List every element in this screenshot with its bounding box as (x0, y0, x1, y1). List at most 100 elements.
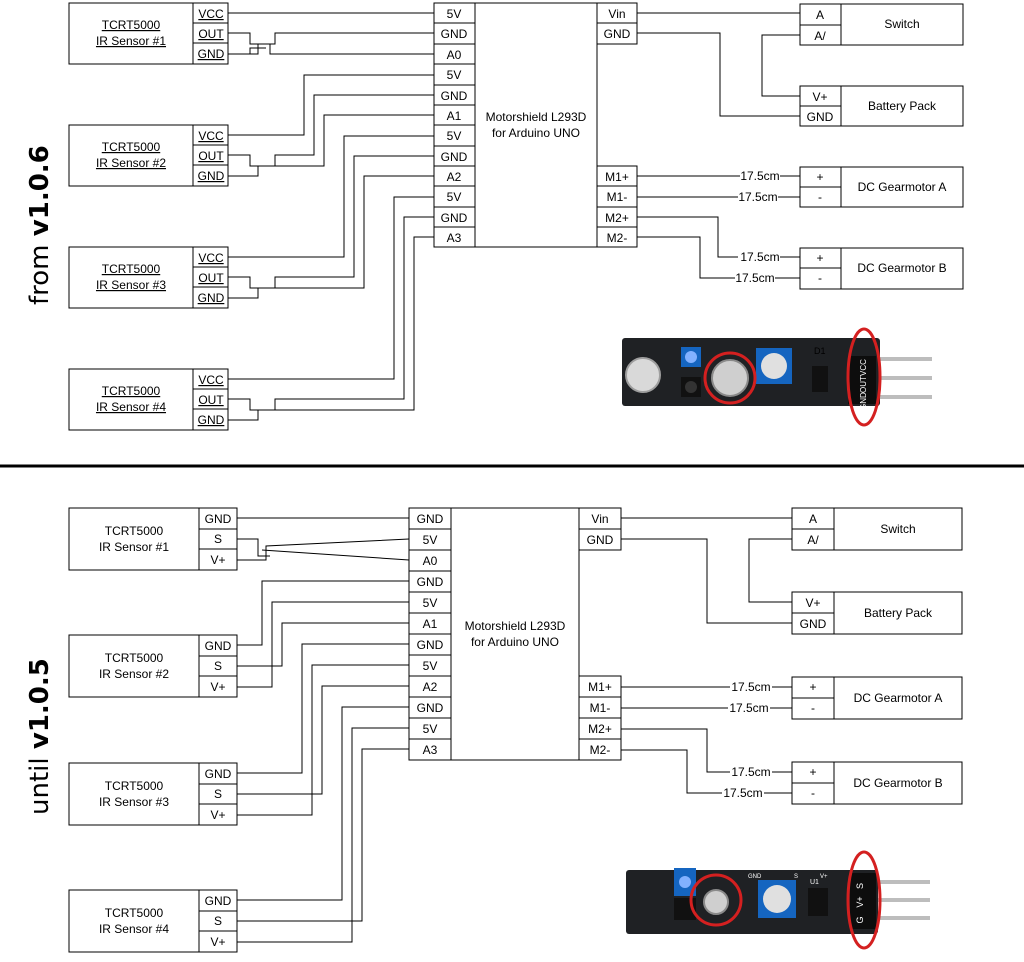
svg-text:GND: GND (441, 150, 468, 164)
sensor-bottom-3: TCRT5000 IR Sensor #3 GND S V+ (68, 762, 238, 826)
svg-text:M2-: M2- (607, 231, 628, 245)
svg-text:-: - (818, 271, 822, 285)
svg-text:+: + (816, 170, 823, 184)
battery-bottom: V+ GND Battery Pack (791, 591, 963, 635)
svg-text:Switch: Switch (880, 522, 915, 536)
svg-text:OUT: OUT (198, 271, 224, 285)
svg-text:Motorshield L293D: Motorshield L293D (486, 110, 587, 124)
svg-text:S: S (214, 787, 222, 801)
svg-text:TCRT5000: TCRT5000 (102, 262, 161, 276)
motor-b-bottom: + - DC Gearmotor B (791, 761, 963, 805)
svg-text:V+: V+ (820, 874, 828, 880)
svg-text:A2: A2 (423, 680, 438, 694)
svg-text:5V: 5V (423, 596, 438, 610)
svg-text:M1+: M1+ (605, 170, 629, 184)
svg-text:for Arduino UNO: for Arduino UNO (471, 635, 559, 649)
svg-text:A2: A2 (447, 170, 462, 184)
svg-text:-: - (811, 786, 815, 800)
svg-text:M1-: M1- (590, 701, 611, 715)
sensor-top-3: TCRT5000 IR Sensor #3 VCC OUT GND (68, 246, 229, 309)
svg-text:TCRT5000: TCRT5000 (105, 906, 164, 920)
svg-text:TCRT5000: TCRT5000 (102, 384, 161, 398)
svg-text:A1: A1 (447, 109, 462, 123)
svg-text:5V: 5V (447, 129, 462, 143)
svg-text:TCRT5000: TCRT5000 (102, 140, 161, 154)
svg-text:V+: V+ (210, 808, 225, 822)
svg-text:GND: GND (807, 110, 834, 124)
svg-text:M1-: M1- (607, 190, 628, 204)
svg-text:17.5cm: 17.5cm (735, 271, 774, 285)
svg-text:TCRT5000: TCRT5000 (105, 779, 164, 793)
svg-text:TCRT5000: TCRT5000 (102, 18, 161, 32)
svg-text:5V: 5V (447, 7, 462, 21)
svg-text:VCC: VCC (198, 129, 224, 143)
sensor-top-4: TCRT5000 IR Sensor #4 VCC OUT GND (68, 368, 229, 431)
svg-text:Battery Pack: Battery Pack (864, 606, 933, 620)
svg-text:GND: GND (604, 27, 631, 41)
sensor-top-1: TCRT5000 IR Sensor #1 VCC OUT GND (68, 2, 229, 65)
svg-text:GND: GND (205, 894, 232, 908)
motorshield-top: Motorshield L293D for Arduino UNO 5V GND… (433, 2, 638, 248)
svg-text:DC Gearmotor A: DC Gearmotor A (858, 180, 947, 194)
svg-text:A: A (809, 512, 817, 526)
svg-text:IR Sensor #1: IR Sensor #1 (99, 540, 169, 554)
svg-text:G: G (855, 916, 865, 923)
svg-text:M2+: M2+ (588, 722, 612, 736)
svg-text:IR Sensor #3: IR Sensor #3 (99, 795, 169, 809)
svg-text:17.5cm: 17.5cm (731, 765, 770, 779)
svg-text:GND: GND (417, 701, 444, 715)
svg-text:D1: D1 (814, 346, 826, 356)
shield-left-pins-bottom: GND 5V A0 GND 5V A1 GND 5V A2 GND 5V A3 (408, 507, 452, 761)
shield-right-pins-bottom: Vin GND M1+ M1- M2+ M2- (578, 507, 622, 761)
svg-text:IR Sensor #1: IR Sensor #1 (96, 34, 166, 48)
svg-text:A1: A1 (423, 617, 438, 631)
svg-text:M1+: M1+ (588, 680, 612, 694)
motor-a-top: + - DC Gearmotor A (799, 166, 964, 208)
svg-text:OUT: OUT (198, 27, 224, 41)
sensor-top-2: TCRT5000 IR Sensor #2 VCC OUT GND (68, 124, 229, 187)
svg-text:GND: GND (587, 533, 614, 547)
svg-text:Battery Pack: Battery Pack (868, 99, 937, 113)
svg-text:GND: GND (198, 291, 225, 305)
sensor-photo-bottom: U1 GND S V+ S V+ G (626, 850, 930, 950)
svg-text:DC Gearmotor B: DC Gearmotor B (853, 776, 942, 790)
svg-text:5V: 5V (423, 659, 438, 673)
svg-text:Switch: Switch (884, 17, 919, 31)
svg-text:V+: V+ (805, 596, 820, 610)
svg-text:-: - (811, 701, 815, 715)
svg-text:U1: U1 (810, 879, 819, 886)
svg-text:for Arduino UNO: for Arduino UNO (492, 126, 580, 140)
svg-text:A3: A3 (423, 743, 438, 757)
svg-text:17.5cm: 17.5cm (738, 190, 777, 204)
svg-text:A3: A3 (447, 231, 462, 245)
svg-text:TCRT5000: TCRT5000 (105, 524, 164, 538)
svg-text:S: S (855, 883, 865, 889)
svg-text:GND: GND (441, 89, 468, 103)
svg-text:S: S (214, 532, 222, 546)
svg-text:IR Sensor #4: IR Sensor #4 (96, 400, 166, 414)
svg-text:OUT: OUT (859, 376, 868, 393)
svg-text:Vin: Vin (591, 512, 608, 526)
svg-text:VCC: VCC (859, 359, 868, 376)
svg-text:OUT: OUT (198, 149, 224, 163)
wires-top: 17.5cm 17.5cm 17.5cm 17.5cm (228, 12, 800, 421)
svg-text:GND: GND (417, 575, 444, 589)
svg-text:GND: GND (205, 512, 232, 526)
svg-text:IR Sensor #2: IR Sensor #2 (99, 667, 169, 681)
svg-text:VCC: VCC (198, 251, 224, 265)
svg-text:A: A (816, 8, 824, 22)
svg-text:IR Sensor #4: IR Sensor #4 (99, 922, 169, 936)
svg-text:GND: GND (205, 767, 232, 781)
svg-text:S: S (794, 874, 798, 880)
svg-text:S: S (214, 914, 222, 928)
svg-text:VCC: VCC (198, 7, 224, 21)
svg-text:M2+: M2+ (605, 211, 629, 225)
svg-text:17.5cm: 17.5cm (731, 680, 770, 694)
svg-text:V+: V+ (855, 896, 865, 907)
svg-text:V+: V+ (210, 935, 225, 949)
svg-text:S: S (214, 659, 222, 673)
svg-text:M2-: M2- (590, 743, 611, 757)
svg-text:A/: A/ (814, 29, 826, 43)
sensor-bottom-2: TCRT5000 IR Sensor #2 GND S V+ (68, 634, 238, 698)
motorshield-bottom: Motorshield L293D for Arduino UNO GND 5V… (408, 507, 622, 761)
